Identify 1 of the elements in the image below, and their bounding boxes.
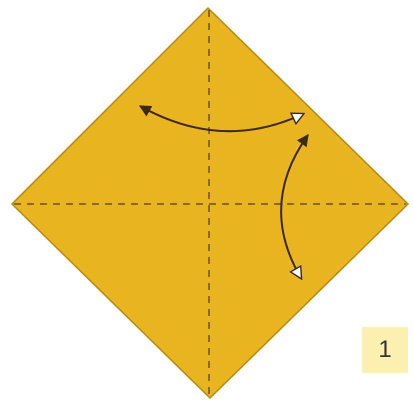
step-number: 1 xyxy=(362,327,408,373)
